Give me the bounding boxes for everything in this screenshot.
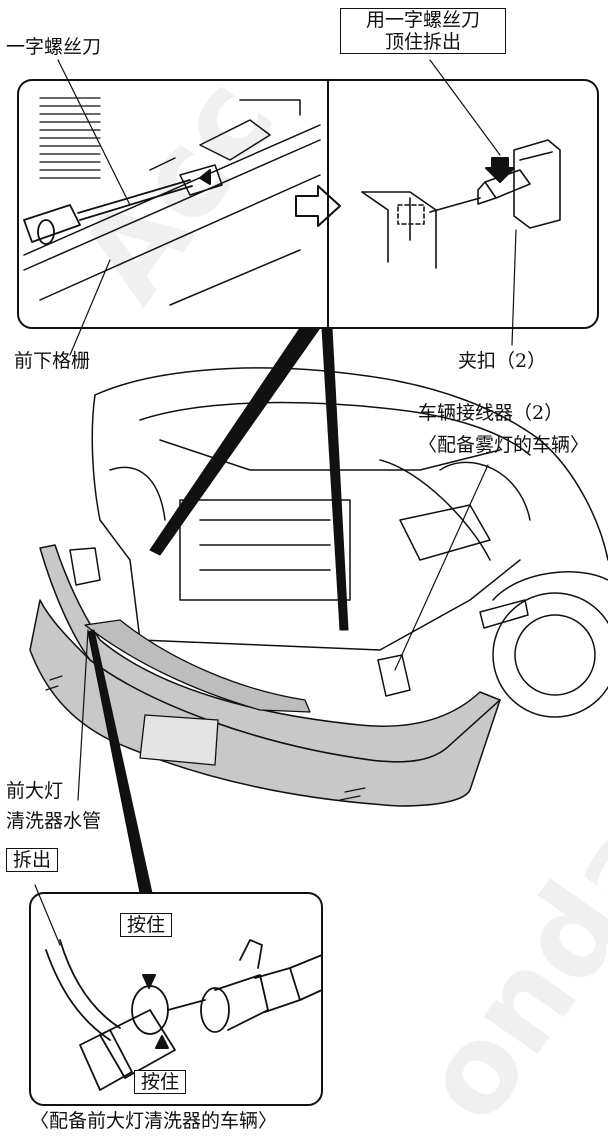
lower-grille-opening [84, 619, 311, 713]
callout-push-with-screwdriver: 用一字螺丝刀 顶住拆出 [340, 8, 506, 54]
press-arrow-top [142, 974, 156, 989]
label-remove: 拆出 [6, 848, 59, 872]
bottom-detail-panel [29, 892, 323, 1106]
label-washer-hose-line-1: 前大灯 [6, 780, 64, 802]
license-plate-area [139, 714, 219, 766]
push-arrow-clip [485, 157, 515, 183]
washer-hose-leader [77, 629, 89, 801]
connector-leader [394, 464, 489, 671]
label-connector-line-2: 〈配备雾灯的车辆〉 [418, 434, 590, 456]
press-arrow-bottom [155, 1035, 169, 1049]
label-lower-grille: 前下格栅 [14, 350, 91, 372]
label-connector-line-1: 车辆接线器（2） [418, 402, 564, 424]
front-wheel [492, 592, 608, 718]
remove-leader [34, 884, 61, 946]
label-press-bottom: 按住 [134, 1070, 187, 1094]
grille-body [23, 99, 321, 306]
transition-arrow [295, 185, 341, 227]
screwdriver-drawing [23, 179, 193, 245]
grille-leader [69, 259, 111, 356]
label-flathead-screwdriver: 一字螺丝刀 [6, 36, 102, 58]
clip-leader [511, 229, 517, 346]
push-arrow-small [199, 169, 211, 185]
label-footer-note: 〈配备前大灯清洗器的车辆〉 [30, 1110, 278, 1132]
car-body [91, 367, 608, 718]
clip-detail [361, 139, 561, 269]
grille-slats [39, 97, 101, 179]
screwdriver-leader [57, 59, 131, 206]
label-washer-hose-line-2: 清洗器水管 [6, 810, 102, 832]
callout-line-2: 顶住拆出 [384, 31, 461, 53]
zoom-wedge-left [149, 327, 321, 556]
label-press-top: 按住 [120, 913, 173, 937]
top-detail-panel [17, 79, 599, 329]
callout-leader [429, 59, 501, 156]
callout-line-1: 用一字螺丝刀 [365, 9, 480, 31]
label-clip: 夹扣（2） [458, 350, 547, 372]
fog-connector-mount [377, 654, 411, 697]
hose-joint-drawing [45, 939, 323, 1091]
